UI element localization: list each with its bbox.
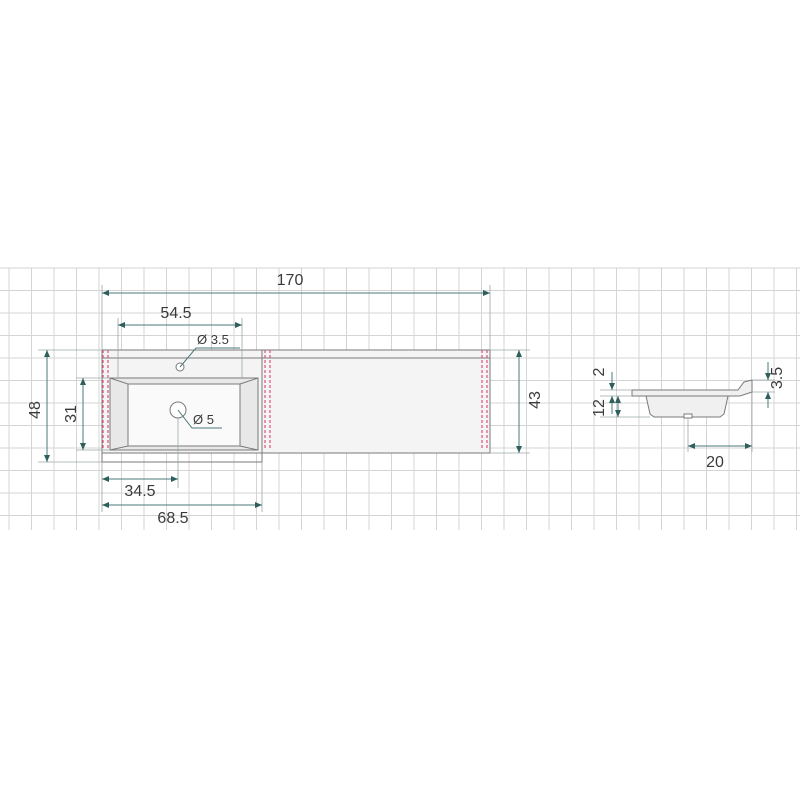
- leader-tap-hole: [179, 347, 240, 368]
- bowl-corner-br: [239, 445, 259, 451]
- dim-basin-depth: 31: [63, 405, 80, 423]
- bowl-corner-bl: [109, 445, 129, 451]
- side-profile: [631, 379, 753, 418]
- dim-overall-depth: 48: [27, 401, 44, 419]
- top-view: 170 54.5 Ø 3.5 Ø 5 48 31 43 34.5: [27, 272, 544, 527]
- dim-basin-offset: 54.5: [160, 305, 191, 322]
- dim-basin-section-width: 68.5: [157, 510, 188, 527]
- leader-drain: [177, 409, 222, 429]
- basin-section-outline: [101, 349, 263, 463]
- dim-drain: Ø 5: [193, 412, 214, 427]
- dim-drain-offset: 34.5: [124, 483, 155, 500]
- dim-tap-hole: Ø 3.5: [197, 332, 229, 347]
- dim-side-drain-offset: 20: [706, 454, 724, 471]
- dim-side-body: 12: [591, 399, 608, 417]
- dim-overall-length: 170: [277, 272, 304, 289]
- dim-side-top: 2: [591, 367, 608, 376]
- dim-right-depth: 43: [527, 391, 544, 409]
- side-drain-stub: [683, 413, 693, 419]
- bowl-corner-tl: [109, 377, 129, 385]
- side-view: 2 12 3.5 20: [591, 362, 786, 471]
- dim-side-upstand: 3.5: [769, 367, 786, 389]
- bowl-corner-tr: [239, 377, 259, 385]
